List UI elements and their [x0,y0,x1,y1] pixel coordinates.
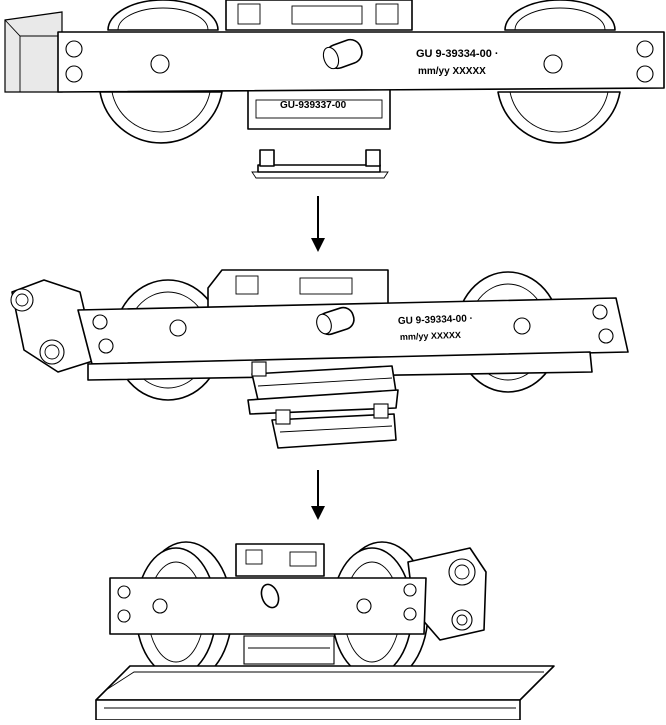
step-3-end-block [407,547,487,641]
step-3-clip [243,635,335,665]
step-1-end-block [4,11,63,93]
step-3-housing [235,543,325,577]
plate-code-label-2: GU 9-39334-00 · [398,313,473,327]
step-1-loose-clip [251,149,389,179]
plate-date-label-2: mm/yy XXXXX [400,330,461,342]
clip-code-label: GU-939337-00 [280,100,347,111]
step-1-wheel-left [99,0,223,144]
step-3-plate [109,577,427,635]
step-1-carriage: GU-939337-00 GU 9-39334-00 · mm/yy XXXXX [4,0,665,144]
rail [95,665,555,721]
step-3-pin [260,583,280,609]
step-1-plate: GU 9-39334-00 · mm/yy XXXXX [57,31,665,93]
plate-code-label: GU 9-39334-00 · [416,48,499,60]
step-2-clip-upper [247,361,399,415]
step-1-clip: GU-939337-00 [247,84,391,130]
step-2-carriage: GU 9-39334-00 · mm/yy XXXXX [10,269,629,449]
arrow-down-1 [311,196,325,252]
step-2-pin [316,306,355,336]
step-1-housing [225,0,413,31]
step-3-carriage [109,541,487,683]
arrow-down-2 [311,470,325,520]
step-2-clip-lower [271,403,397,449]
step-1-wheel-right [497,0,621,144]
step-2-plate: GU 9-39334-00 · mm/yy XXXXX [77,297,629,365]
plate-date-label: mm/yy XXXXX [418,66,486,77]
step-1-pin [322,38,363,70]
